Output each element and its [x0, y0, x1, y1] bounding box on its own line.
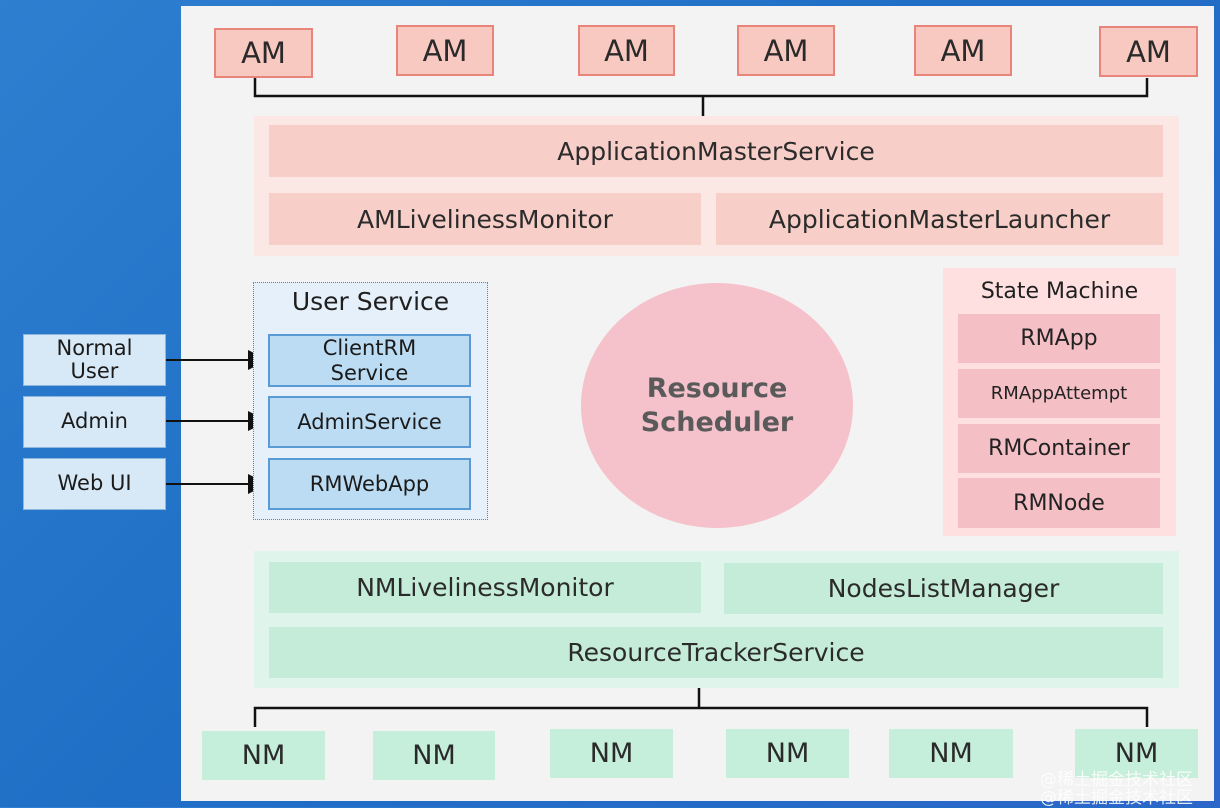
user-service-title: User Service: [291, 287, 450, 316]
am-box: AM: [578, 25, 675, 76]
watermark-shadow: @稀土掘金技术社区: [1040, 788, 1193, 808]
nm-box: NM: [550, 729, 673, 778]
client-rm-service: ClientRM Service: [268, 334, 471, 387]
client-normal-user: Normal User: [23, 334, 166, 386]
resource-scheduler: Resource Scheduler: [581, 283, 853, 528]
state-machine-title: State Machine: [980, 279, 1139, 304]
rm-container: RMContainer: [958, 424, 1160, 473]
nm-liveliness-monitor: NMLivelinessMonitor: [269, 562, 701, 613]
am-box: AM: [214, 28, 313, 78]
nm-box: NM: [726, 729, 849, 778]
client-web-ui: Web UI: [23, 458, 166, 510]
am-box: AM: [737, 25, 835, 76]
application-master-launcher: ApplicationMasterLauncher: [716, 193, 1163, 245]
watermark: @稀土掘金技术社区: [1040, 770, 1193, 790]
client-admin: Admin: [23, 396, 166, 448]
admin-service: AdminService: [268, 396, 471, 448]
nodes-list-manager: NodesListManager: [724, 563, 1163, 614]
rm-app: RMApp: [958, 314, 1160, 363]
nm-box: NM: [889, 729, 1013, 778]
application-master-service: ApplicationMasterService: [269, 125, 1163, 177]
rm-app-attempt: RMAppAttempt: [958, 369, 1160, 418]
rm-node: RMNode: [958, 478, 1160, 528]
am-box: AM: [914, 25, 1012, 76]
am-box: AM: [396, 25, 494, 76]
am-liveliness-monitor: AMLivelinessMonitor: [269, 193, 701, 245]
nm-box: NM: [373, 731, 495, 780]
nm-box: NM: [202, 731, 325, 780]
rm-web-app: RMWebApp: [268, 458, 471, 510]
am-box: AM: [1099, 26, 1198, 77]
resource-tracker-service: ResourceTrackerService: [269, 627, 1163, 678]
nm-box: NM: [1075, 729, 1198, 778]
